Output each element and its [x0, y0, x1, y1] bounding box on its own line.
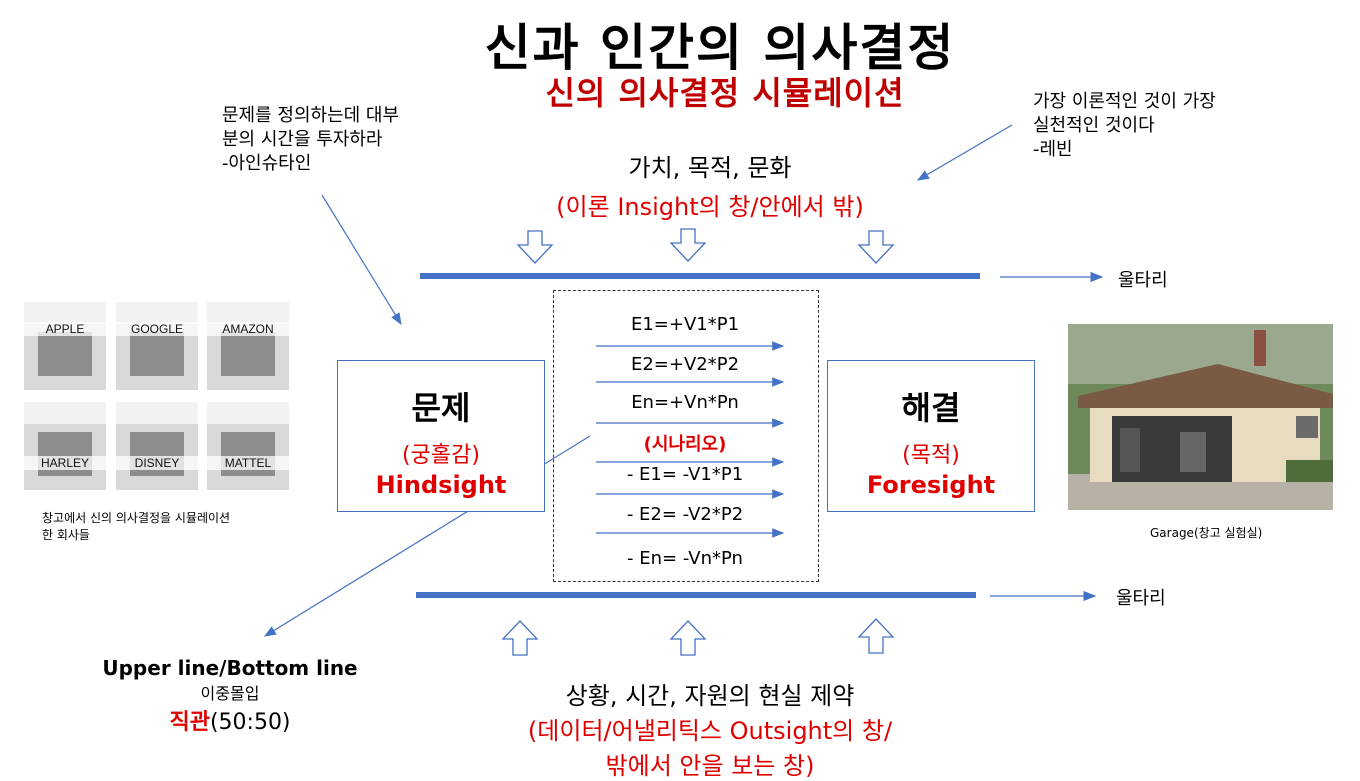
einstein-pointer-arrow: [321, 194, 402, 326]
company-label: DISNEY: [116, 456, 198, 470]
insight-window-text: (이론 Insight의 창/안에서 밖): [556, 193, 864, 221]
outsight-window-text-2: 밖에서 안을 보는 창): [605, 752, 815, 780]
company-label: GOOGLE: [116, 322, 198, 336]
equation-en-positive: En=+Vn*Pn: [631, 392, 739, 413]
dual-immersion-text: 이중몰입: [200, 684, 260, 703]
lewin-quote: 가장 이론적인 것이 가장 실천적인 것이다 -레빈: [1033, 91, 1216, 160]
upper-fence-line: [420, 273, 980, 279]
down-arrow-3: [857, 230, 895, 264]
problem-title: 문제: [411, 389, 471, 427]
scenario-label: (시나리오): [643, 434, 727, 455]
garage-caption: Garage(창고 실험실): [1150, 526, 1263, 540]
outsight-window-text-1: (데이터/어낼리틱스 Outsight의 창/: [527, 717, 893, 745]
fence-label-bottom: 울타리: [1116, 588, 1166, 609]
solution-title: 해결: [901, 389, 961, 427]
bottom-fence-line: [416, 592, 976, 598]
garage-photo-harley: HARLEY: [24, 402, 106, 490]
solution-subtitle: (목적): [902, 443, 960, 468]
garage-photo-apple: APPLE: [24, 302, 106, 390]
garage-photo-mattel: MATTEL: [207, 402, 289, 490]
ratio-label: (50:50): [209, 710, 291, 735]
company-garages-caption: 창고에서 신의 의사결정을 시뮬레이션 한 회사들: [42, 511, 231, 542]
problem-subtitle: (궁홀감): [402, 443, 480, 468]
intuition-ratio-text: 직관(50:50): [100, 704, 360, 736]
values-text: 가치, 목적, 문화: [628, 154, 792, 182]
garage-photo-amazon: AMAZON: [207, 302, 289, 390]
foresight-label: Foresight: [866, 471, 996, 499]
page-title: 신과 인간의 의사결정: [484, 19, 956, 77]
equation-e1-negative: - E1= -V1*P1: [626, 464, 744, 485]
hindsight-label: Hindsight: [375, 471, 507, 499]
bottom-constraints-block: 상황, 시간, 자원의 현실 제약 (데이터/어낼리틱스 Outsight의 창…: [420, 676, 1000, 781]
scenario-box: [553, 290, 819, 582]
company-garages-image: APPLE GOOGLE AMAZON HARLEY DISNEY MATTEL: [24, 302, 290, 492]
problem-box: 문제 (궁홀감) Hindsight: [337, 360, 545, 512]
constraints-text: 상황, 시간, 자원의 현실 제약: [565, 682, 855, 710]
up-arrow-1: [501, 620, 539, 656]
company-label: APPLE: [24, 322, 106, 336]
equation-e2-negative: - E2= -V2*P2: [626, 504, 744, 525]
top-values-block: 가치, 목적, 문화 (이론 Insight의 창/안에서 밖): [450, 148, 970, 222]
company-label: HARLEY: [24, 456, 106, 470]
lewin-pointer-arrow: [916, 124, 1013, 181]
intuition-block: Upper line/Bottom line 이중몰입 직관(50:50): [100, 656, 360, 736]
company-label: MATTEL: [207, 456, 289, 470]
down-arrow-2: [669, 228, 707, 262]
equation-en-negative: - En= -Vn*Pn: [627, 548, 743, 569]
equation-e1-positive: E1=+V1*P1: [630, 314, 740, 335]
company-label: AMAZON: [207, 322, 289, 336]
garage-lab-photo: [1068, 324, 1333, 510]
up-arrow-2: [669, 620, 707, 656]
solution-box: 해결 (목적) Foresight: [827, 360, 1035, 512]
page-subtitle: 신의 의사결정 시뮬레이션: [545, 74, 905, 112]
fence-label-top: 울타리: [1118, 270, 1168, 291]
down-arrow-1: [516, 230, 554, 264]
intuition-label: 직관: [169, 710, 210, 735]
upper-bottom-line-text: Upper line/Bottom line: [102, 656, 358, 680]
up-arrow-3: [857, 618, 895, 654]
equation-e2-positive: E2=+V2*P2: [630, 354, 740, 375]
garage-photo-disney: DISNEY: [116, 402, 198, 490]
einstein-quote: 문제를 정의하는데 대부 분의 시간을 투자하라 -아인슈타인: [222, 105, 400, 174]
garage-photo-google: GOOGLE: [116, 302, 198, 390]
